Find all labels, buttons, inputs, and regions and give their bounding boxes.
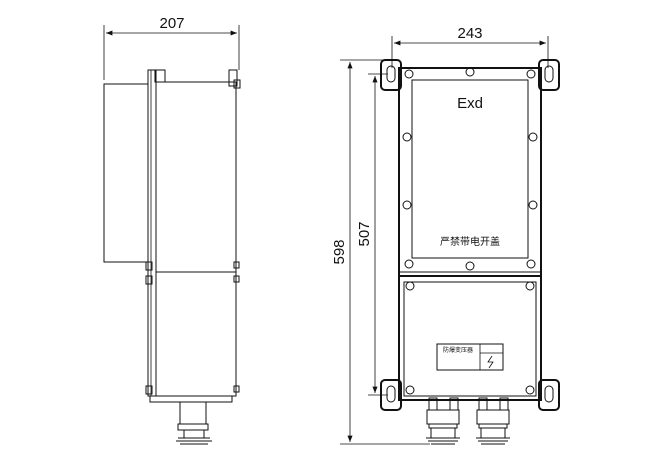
side-width-label: 207 — [159, 15, 184, 32]
nameplate-label: 防爆变压器 — [443, 346, 473, 354]
side-view: 207 — [103, 15, 241, 445]
lower-box — [403, 281, 537, 397]
exd-mark: Exd — [457, 95, 483, 112]
side-flange — [147, 69, 157, 397]
front-width-dimension: 243 — [391, 25, 549, 68]
warning-label: 严禁带电开盖 — [440, 235, 500, 248]
front-width-label: 243 — [457, 25, 482, 42]
cover-bolts — [402, 67, 538, 271]
side-width-dimension: 207 — [103, 15, 240, 80]
cable-gland-right — [476, 397, 510, 445]
side-cable-gland — [176, 401, 212, 445]
cable-gland-left — [426, 397, 460, 445]
nameplate: 防爆变压器 — [436, 343, 504, 371]
total-height-label: 598 — [331, 239, 348, 264]
mount-height-label: 507 — [356, 221, 373, 246]
mounting-lugs — [380, 59, 560, 411]
cover-window — [411, 79, 529, 259]
side-body — [155, 81, 237, 397]
side-cover — [103, 83, 149, 263]
lower-bolts — [405, 281, 535, 395]
mount-height-dimension: 507 — [356, 73, 388, 396]
front-view: 243 598 507 — [331, 25, 560, 445]
